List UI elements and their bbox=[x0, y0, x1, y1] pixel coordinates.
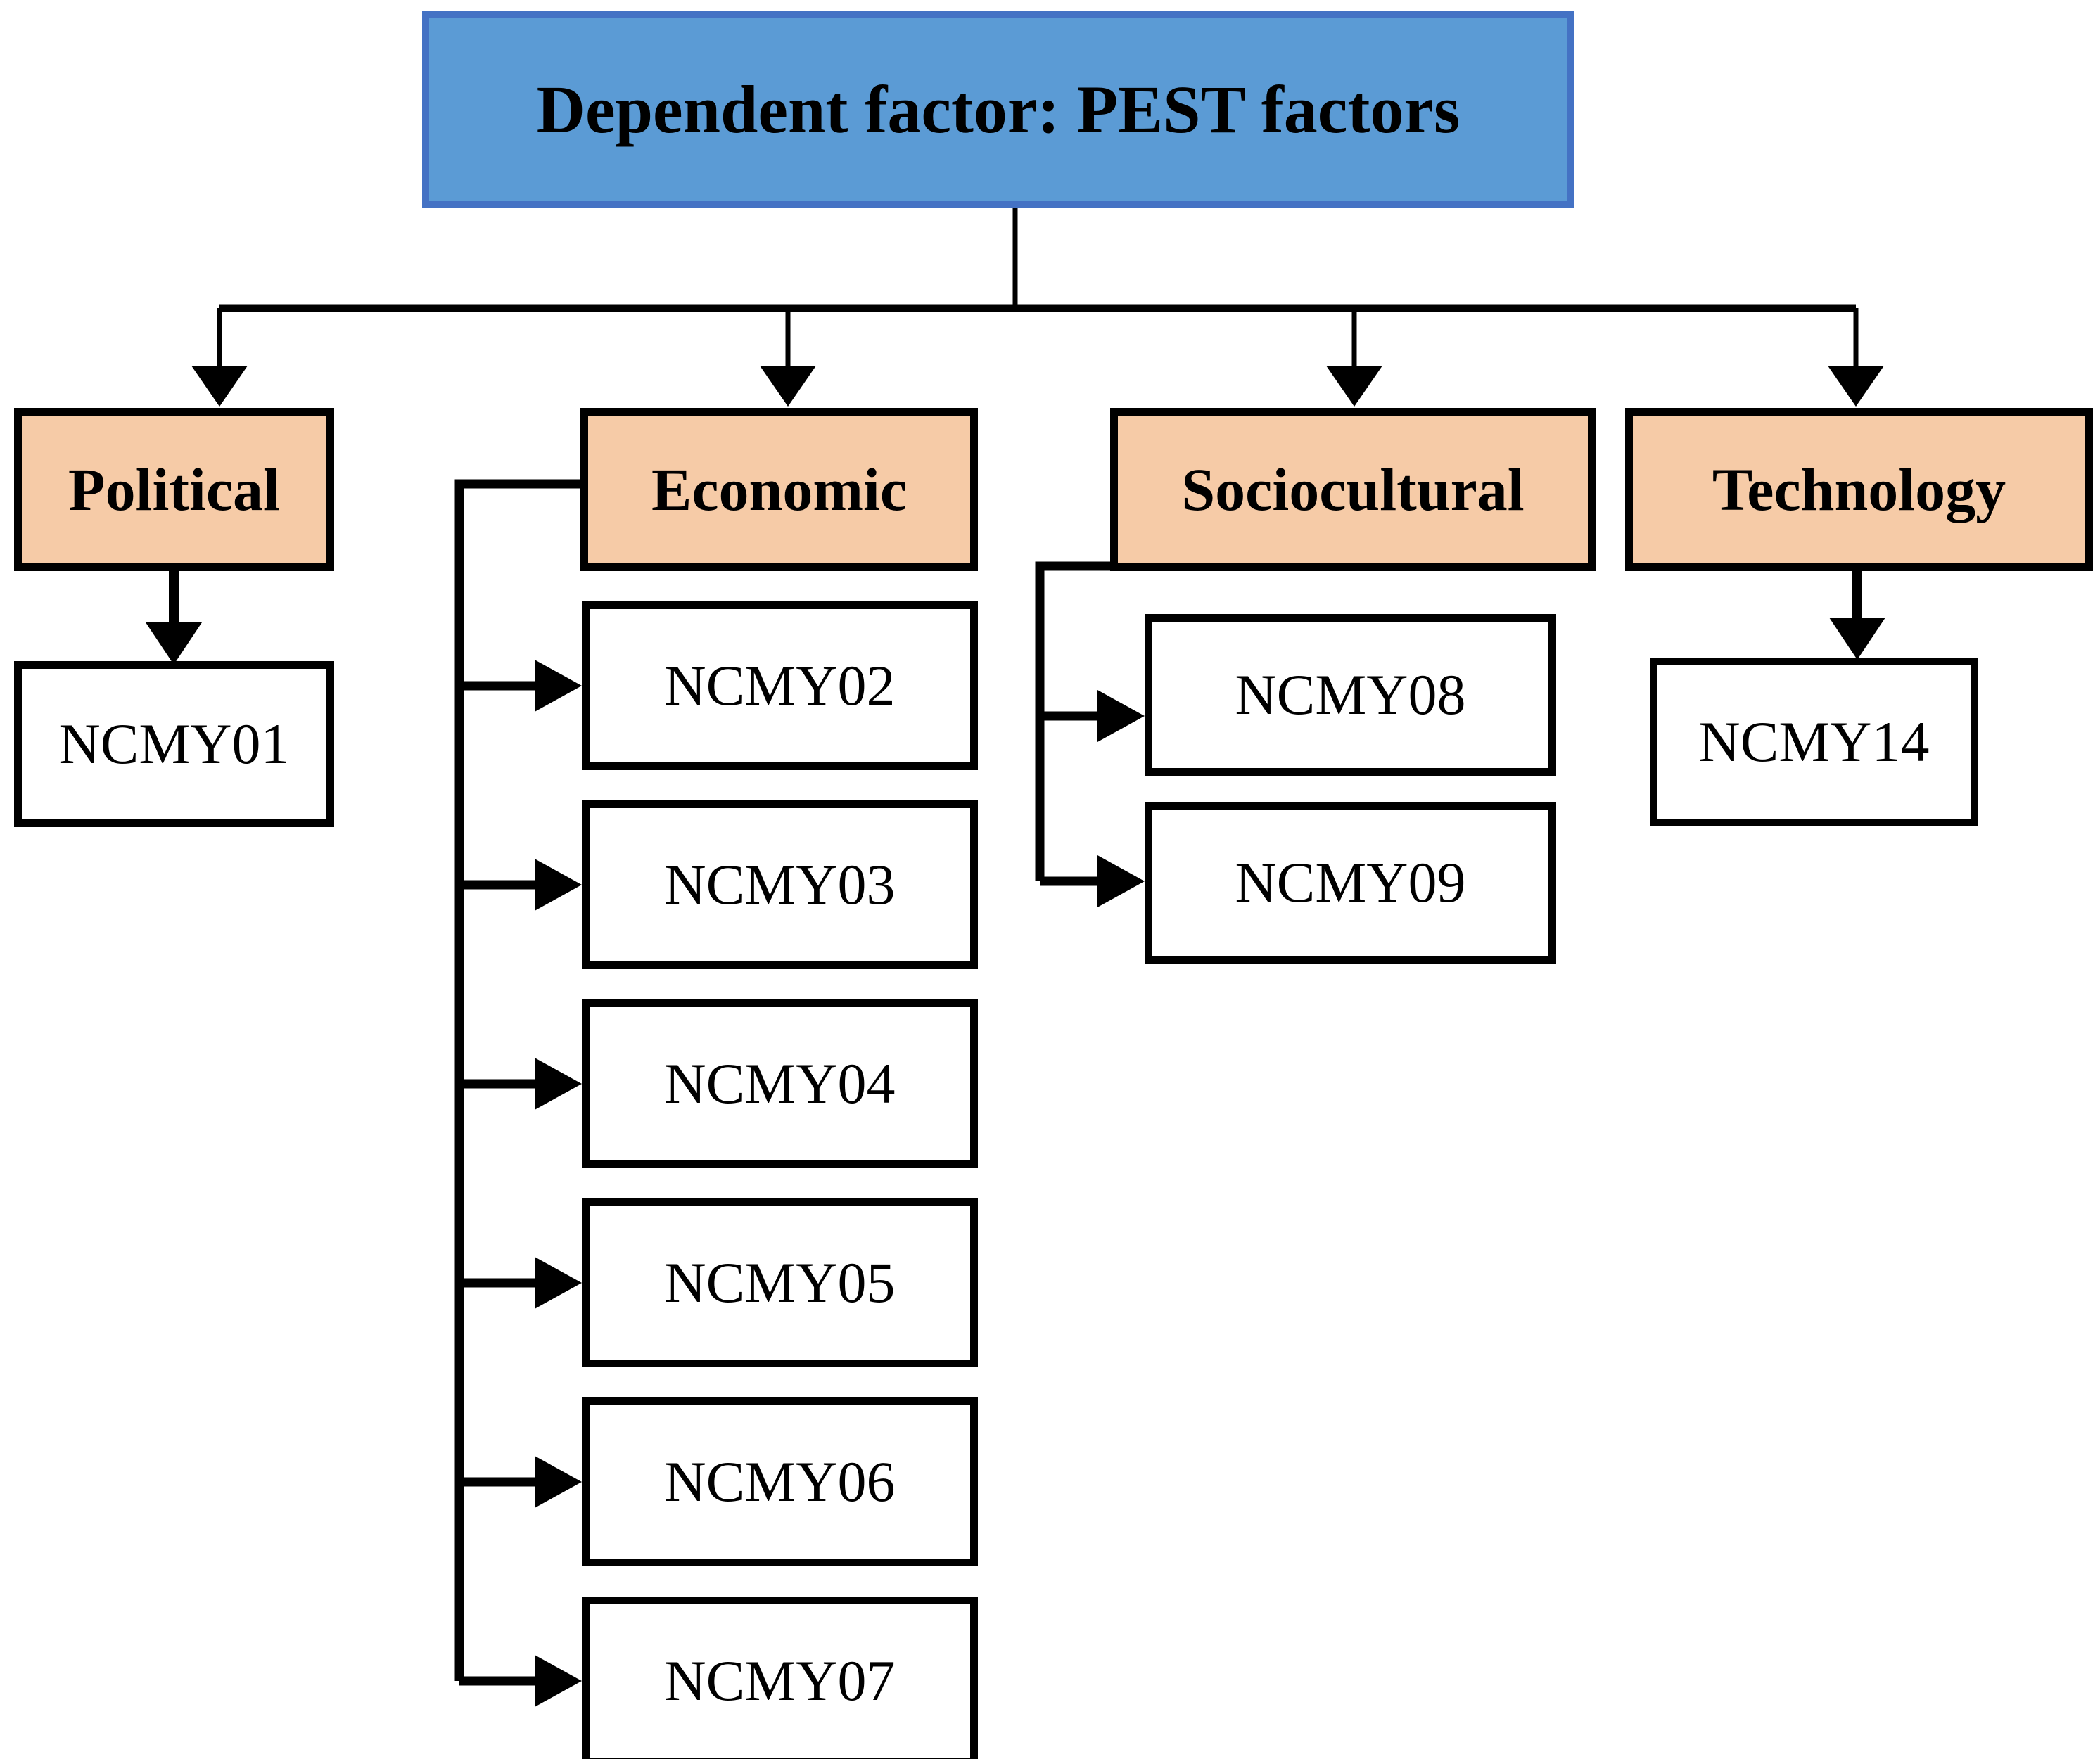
arrowhead-ncmy05 bbox=[535, 1257, 582, 1309]
category-node-political[interactable]: Political bbox=[14, 408, 334, 571]
arrowhead-ncmy08 bbox=[1097, 690, 1145, 742]
arrowhead-ncmy01 bbox=[146, 622, 202, 665]
leaf-node-label: NCMY14 bbox=[1698, 709, 1930, 774]
arrowhead-ncmy07 bbox=[535, 1655, 582, 1707]
leaf-node-label: NCMY03 bbox=[664, 852, 896, 916]
leaf-node-ncmy09[interactable]: NCMY09 bbox=[1145, 802, 1556, 964]
leaf-node-label: NCMY02 bbox=[664, 653, 896, 717]
category-node-technology[interactable]: Technology bbox=[1625, 408, 2093, 571]
root-node-label: Dependent factor: PEST factors bbox=[536, 71, 1461, 147]
arrowhead-ncmy14 bbox=[1829, 618, 1885, 660]
leaf-node-ncmy08[interactable]: NCMY08 bbox=[1145, 614, 1556, 776]
category-node-label: Economic bbox=[651, 455, 908, 523]
root-node-pest-factors[interactable]: Dependent factor: PEST factors bbox=[422, 11, 1574, 208]
leaf-node-ncmy01[interactable]: NCMY01 bbox=[14, 661, 334, 827]
leaf-node-ncmy06[interactable]: NCMY06 bbox=[582, 1397, 978, 1566]
arrowhead-ncmy02 bbox=[535, 660, 582, 712]
arrowhead-ncmy04 bbox=[535, 1058, 582, 1110]
arrowhead-ncmy06 bbox=[535, 1456, 582, 1508]
arrowhead-political bbox=[191, 366, 248, 407]
leaf-node-ncmy05[interactable]: NCMY05 bbox=[582, 1198, 978, 1367]
leaf-node-label: NCMY05 bbox=[664, 1250, 896, 1315]
leaf-node-ncmy03[interactable]: NCMY03 bbox=[582, 800, 978, 969]
leaf-node-ncmy07[interactable]: NCMY07 bbox=[582, 1597, 978, 1759]
leaf-node-label: NCMY06 bbox=[664, 1449, 896, 1514]
category-node-label: Sociocultural bbox=[1181, 455, 1525, 523]
category-node-label: Technology bbox=[1712, 455, 2006, 523]
category-node-economic[interactable]: Economic bbox=[580, 408, 978, 571]
category-node-label: Political bbox=[68, 455, 280, 523]
leaf-node-ncmy02[interactable]: NCMY02 bbox=[582, 601, 978, 770]
leaf-node-ncmy04[interactable]: NCMY04 bbox=[582, 999, 978, 1168]
leaf-node-label: NCMY04 bbox=[664, 1051, 896, 1115]
category-node-sociocultural[interactable]: Sociocultural bbox=[1110, 408, 1596, 571]
arrowhead-sociocultural bbox=[1326, 366, 1382, 407]
leaf-node-label: NCMY08 bbox=[1235, 662, 1466, 727]
leaf-node-label: NCMY07 bbox=[664, 1648, 896, 1713]
leaf-node-ncmy14[interactable]: NCMY14 bbox=[1650, 658, 1978, 826]
connector-sociocultural-trunk bbox=[1035, 561, 1110, 881]
leaf-node-label: NCMY01 bbox=[58, 711, 290, 776]
arrowhead-technology bbox=[1828, 366, 1884, 407]
leaf-node-label: NCMY09 bbox=[1235, 850, 1466, 914]
arrowhead-ncmy03 bbox=[535, 859, 582, 911]
arrowhead-economic bbox=[760, 366, 816, 407]
arrowhead-ncmy09 bbox=[1097, 855, 1145, 907]
